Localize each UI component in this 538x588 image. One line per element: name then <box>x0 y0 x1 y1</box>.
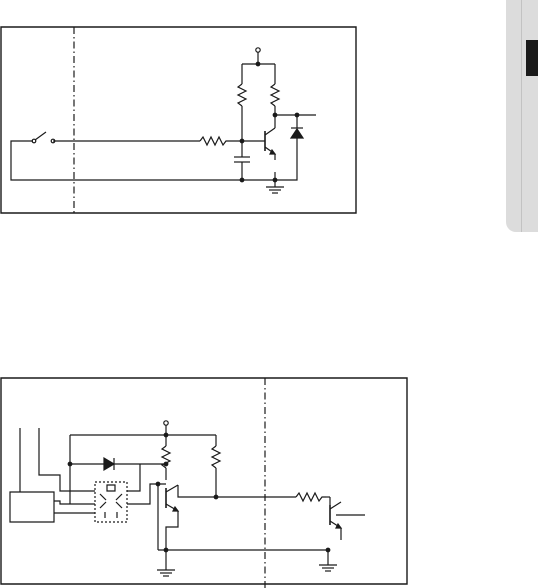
device-block <box>10 492 54 522</box>
transistor-icon <box>166 485 178 511</box>
diagram-bottom <box>1 378 407 588</box>
ground-icon <box>266 187 284 193</box>
resistor-icon <box>200 137 228 145</box>
capacitor-icon <box>234 157 250 162</box>
switch-icon <box>32 132 55 143</box>
junction-dot <box>256 62 260 66</box>
junction-dot <box>240 178 244 182</box>
diagram-bottom-frame <box>1 378 407 584</box>
ground-icon <box>157 570 175 576</box>
resistor-icon <box>212 446 220 468</box>
junction-dot <box>273 113 277 117</box>
supply-terminal-icon <box>256 48 260 52</box>
junction-dot <box>164 462 168 466</box>
diagram-top-frame <box>1 27 356 213</box>
junction-dot <box>214 495 218 499</box>
supply-terminal-icon <box>164 421 168 425</box>
diode-icon <box>104 458 114 470</box>
resistor-icon <box>271 84 279 106</box>
resistor-icon <box>296 493 326 501</box>
wire-top-left-loop <box>11 141 242 180</box>
ground-icon <box>319 565 337 571</box>
junction-dot <box>68 462 72 466</box>
diode-icon <box>291 128 303 138</box>
diagram-top <box>1 27 356 213</box>
photocoupler-icon <box>95 482 127 522</box>
resistor-icon <box>238 84 246 106</box>
transistor-icon <box>265 128 275 154</box>
